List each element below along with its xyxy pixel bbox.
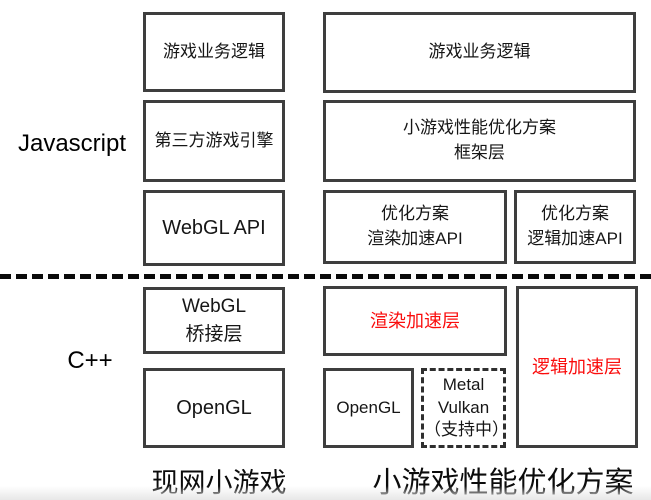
box-game-logic-current: 游戏业务逻辑 <box>143 12 285 92</box>
logic-api-line1: 优化方案 <box>541 204 609 224</box>
js-cpp-divider-dashed-line <box>0 274 651 279</box>
javascript-row-label: Javascript <box>17 130 127 157</box>
box-opengl-current: OpenGL <box>143 368 285 448</box>
framework-line1: 小游戏性能优化方案 <box>403 118 556 138</box>
box-render-accel-api: 优化方案 渲染加速API <box>323 190 507 264</box>
webgl-bridge-line1: WebGL <box>181 295 247 317</box>
box-logic-accel-api: 优化方案 逻辑加速API <box>514 190 636 264</box>
box-webgl-api: WebGL API <box>143 190 285 266</box>
cpp-row-label: C++ <box>67 347 113 374</box>
metal-vulkan-line1: Metal <box>442 374 485 394</box>
framework-line2: 框架层 <box>454 143 505 162</box>
logic-api-line2: 逻辑加速API <box>527 229 623 248</box>
box-render-accel-layer: 渲染加速层 <box>323 286 507 356</box>
box-webgl-bridge-layer: WebGL 桥接层 <box>143 287 285 354</box>
box-logic-accel-layer: 逻辑加速层 <box>516 286 638 448</box>
box-optimization-framework-layer: 小游戏性能优化方案 框架层 <box>323 100 636 182</box>
metal-vulkan-line2: Vulkan <box>437 397 490 417</box>
render-api-line2: 渲染加速API <box>367 229 463 248</box>
page-bottom-fade <box>0 486 651 500</box>
render-api-line1: 优化方案 <box>381 204 449 224</box>
box-metal-vulkan-pending: Metal Vulkan （支持中） <box>421 368 509 448</box>
box-opengl-optimized: OpenGL <box>323 368 414 448</box>
box-third-party-engine: 第三方游戏引擎 <box>143 100 285 182</box>
webgl-bridge-line2: 桥接层 <box>185 323 243 345</box>
metal-vulkan-line3: （支持中） <box>424 420 509 440</box>
box-game-logic-optimized: 游戏业务逻辑 <box>323 12 636 93</box>
